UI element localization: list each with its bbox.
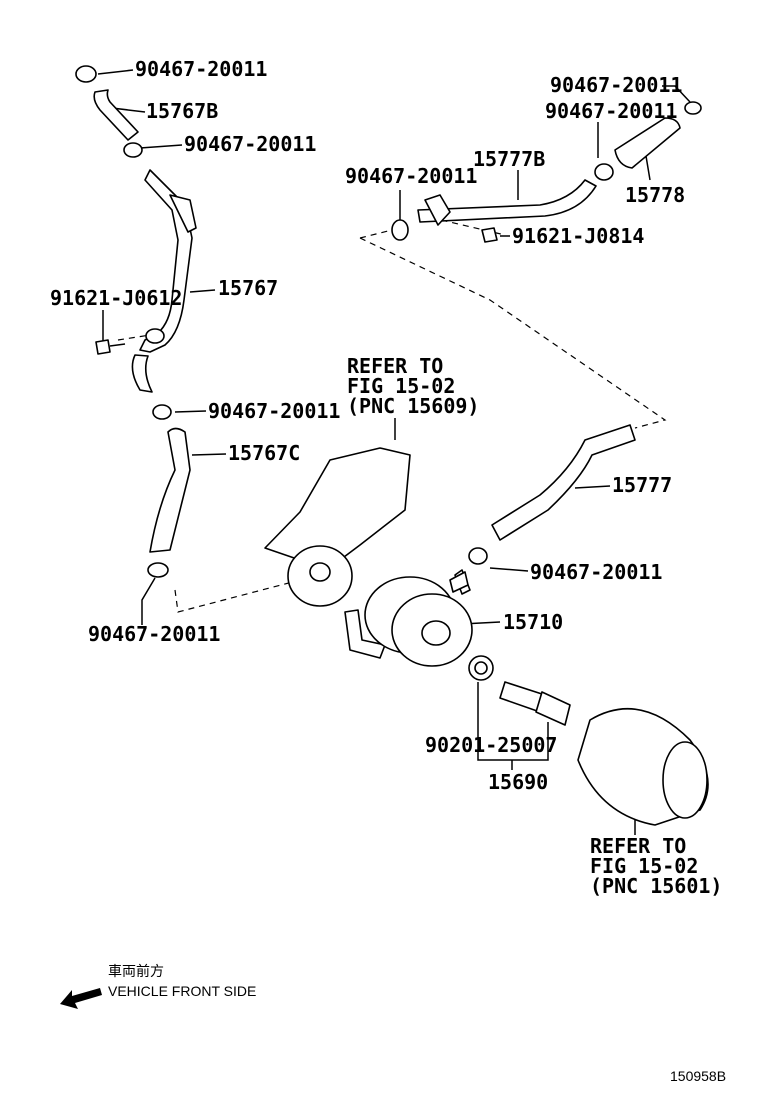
- refer-note-line: (PNC 15601): [590, 874, 722, 898]
- oil-filter-bracket: [264, 447, 411, 607]
- hose-15767: [131, 169, 197, 393]
- part-label: 90467-20011: [530, 560, 662, 584]
- refer-note-line: FIG 15-02: [590, 854, 698, 878]
- part-label: 15767: [218, 276, 278, 300]
- direction-label-en: VEHICLE FRONT SIDE: [108, 983, 256, 999]
- hose-15778: [594, 101, 702, 181]
- part-label: 91621-J0814: [512, 224, 644, 248]
- refer-note-line: REFER TO: [590, 834, 686, 858]
- refer-note-line: REFER TO: [347, 354, 443, 378]
- union-bolt-15690: [499, 681, 571, 726]
- front-direction-arrow-icon: [60, 988, 102, 1009]
- part-label: 90467-20011: [345, 164, 477, 188]
- direction-label-jp: 車両前方: [108, 963, 164, 979]
- part-label: 15767B: [146, 99, 218, 123]
- refer-note-line: (PNC 15609): [347, 394, 479, 418]
- hose-15767c: [149, 427, 191, 553]
- clamp-icon: [75, 65, 172, 578]
- figure-id: 150958B: [670, 1068, 726, 1084]
- hose-15767b: [93, 89, 139, 141]
- part-label: 90467-20011: [184, 132, 316, 156]
- part-label: 90467-20011: [88, 622, 220, 646]
- part-label: 15778: [625, 183, 685, 207]
- part-label: 15767C: [228, 441, 300, 465]
- part-label: 15777B: [473, 147, 545, 171]
- bolt-icon: [95, 227, 498, 355]
- part-label: 90201-25007: [425, 733, 557, 757]
- part-label: 15777: [612, 473, 672, 497]
- oil-filter: [577, 707, 709, 826]
- part-label: 91621-J0612: [50, 286, 182, 310]
- pipe-15777b: [391, 179, 597, 241]
- part-label: 90467-20011: [550, 73, 682, 97]
- part-label: 15710: [503, 610, 563, 634]
- part-label: 90467-20011: [545, 99, 677, 123]
- oil-cooler-15710: [344, 571, 494, 681]
- part-label: 90467-20011: [135, 57, 267, 81]
- refer-note-line: FIG 15-02: [347, 374, 455, 398]
- part-label: 15690: [488, 770, 548, 794]
- part-label: 90467-20011: [208, 399, 340, 423]
